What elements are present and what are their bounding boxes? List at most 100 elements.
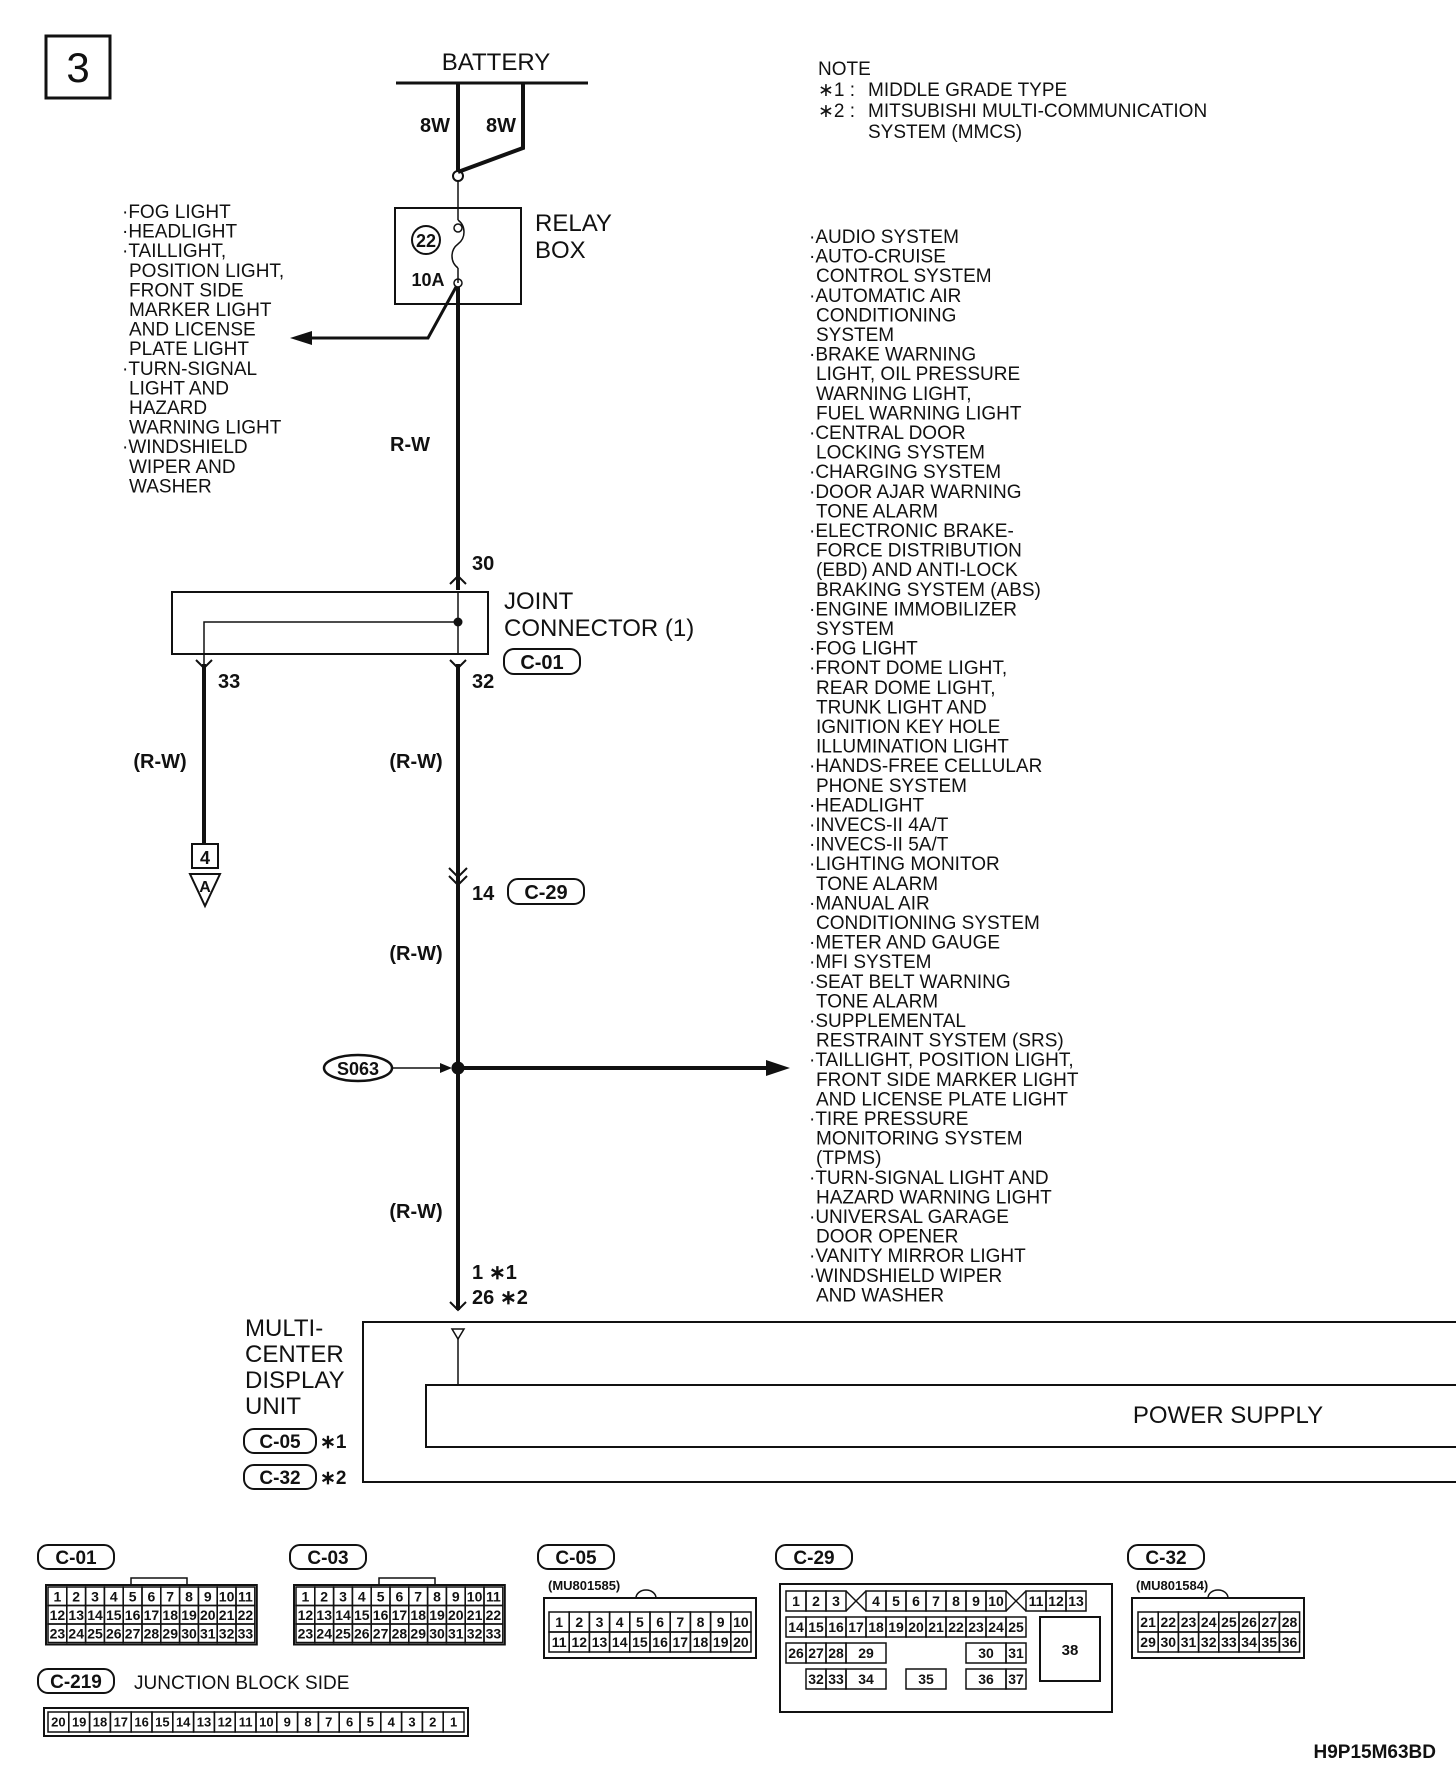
left-load-item: WARNING LIGHT [129,418,282,439]
pin-cell [1005,1642,1027,1664]
unit-input-symbol [450,1328,466,1341]
unit-pin-1-mark: ∗1 [489,1262,517,1284]
pin-number: 31 [448,1625,464,1641]
pin-number: 7 [676,1614,684,1630]
c01-latch [130,1577,188,1585]
right-load-item: ·SEAT BELT WARNING [809,972,1011,993]
pin-number: 22 [486,1607,502,1623]
c05-latch [635,1589,657,1599]
relay-terminal-top [452,170,464,182]
pin-number: 13 [592,1634,608,1650]
pin-number: 38 [1062,1642,1079,1659]
relay-box-label-1: RELAY [535,210,612,237]
left-load-item: LIGHT AND [129,378,229,399]
c01-housing [45,1584,258,1646]
ref-terminal-triangle [188,873,222,909]
left-load-item: WASHER [129,476,212,497]
pin-number: 32 [808,1671,824,1687]
pin-number: 4 [872,1593,880,1609]
unit-pin-symbol [449,1301,467,1312]
pin-number: 7 [414,1588,422,1604]
right-load-item: ·BRAKE WARNING [809,345,976,366]
pin-number: 9 [284,1715,291,1730]
pin-number: 36 [978,1671,994,1687]
right-load-item: DOOR OPENER [816,1227,959,1248]
pin-number: 13 [316,1607,332,1623]
joint-pin-out-main: 32 [472,671,494,693]
left-load-item: HAZARD [129,398,207,419]
right-load-item: FORCE DISTRIBUTION [816,541,1022,562]
pin-number: 32 [219,1625,235,1641]
unit-label-3: DISPLAY [245,1367,345,1394]
right-load-item: ·TAILLIGHT, POSITION LIGHT, [809,1050,1074,1071]
pin-number: 14 [87,1607,103,1623]
pin-number: 13 [68,1607,84,1623]
wire-color-mid-1: (R-W) [389,751,442,773]
pin-number: 9 [204,1588,212,1604]
relay-box-label-2: BOX [535,237,586,264]
intermediate-symbol-bottom [448,875,468,887]
pin-number: 26 [1241,1614,1257,1630]
pin-number: 12 [572,1634,588,1650]
pin-number: 20 [448,1607,464,1623]
pin-number: 1 [555,1614,563,1630]
battery-wire-2 [457,83,525,174]
power-supply-label: POWER SUPPLY [1133,1402,1323,1429]
left-loads-list: ·FOG LIGHT·HEADLIGHT·TAILLIGHT,POSITION … [122,202,284,497]
pin-number: 24 [316,1625,332,1641]
pin-number: 4 [110,1588,118,1604]
pin-number: 18 [410,1607,426,1623]
pin-cell [442,1711,465,1733]
pin-number: 11 [552,1634,567,1650]
pin-number: 3 [91,1588,99,1604]
pin-number: 9 [717,1614,725,1630]
pin-number: 2 [320,1588,328,1604]
connector-code-box [37,1544,115,1570]
pin-number: 30 [1161,1634,1177,1650]
pin-number: 18 [693,1634,709,1650]
pin-number: 23 [1181,1614,1197,1630]
connector-code: C-29 [793,1548,834,1569]
right-load-item: (TPMS) [816,1148,881,1169]
pin-number: 29 [410,1625,426,1641]
connector-code: C-05 [555,1548,597,1569]
pin-cell [730,1631,752,1653]
pin-number: 9 [972,1593,980,1609]
pin-number: 2 [72,1588,80,1604]
pin-number: 1 [792,1593,800,1609]
pin-number: 23 [298,1625,314,1641]
right-load-item: CONDITIONING [816,305,956,326]
pin-number: 27 [125,1625,141,1641]
left-load-item: PLATE LIGHT [129,339,249,360]
pin-number: 26 [106,1625,122,1641]
power-supply-block [425,1384,1456,1448]
fuse-number-circle [411,225,441,255]
pin-number: 33 [486,1625,502,1641]
right-load-item: TONE ALARM [816,501,938,522]
pin-cell [1005,1668,1027,1690]
pin-number: 33 [828,1671,844,1687]
pin-number: 5 [636,1614,644,1630]
connector-code-c29-box [507,878,585,905]
pin-cell [1278,1631,1301,1653]
pin-number: 8 [304,1715,311,1730]
pin-number: 12 [50,1607,66,1623]
c219-label: JUNCTION BLOCK SIDE [134,1673,349,1694]
pin-number: 3 [408,1715,415,1730]
pin-number: 12 [1048,1593,1064,1609]
pin-number: 36 [1282,1634,1298,1650]
right-load-arrow [766,1060,790,1076]
pin-number: 19 [713,1634,729,1650]
pin-number: 32 [1201,1634,1217,1650]
pin-number: 5 [377,1588,385,1604]
c219-housing [43,1707,469,1737]
pin-number: 25 [87,1625,103,1641]
pin-number: 32 [467,1625,483,1641]
left-load-item: ·FOG LIGHT [122,202,231,223]
right-load-item: TONE ALARM [816,874,938,895]
figure-code: H9P15M63BD [1314,1742,1437,1763]
right-load-item: ·ELECTRONIC BRAKE- [809,521,1014,542]
c29-housing [779,1583,1113,1713]
wire-color-lower: (R-W) [389,1201,442,1223]
